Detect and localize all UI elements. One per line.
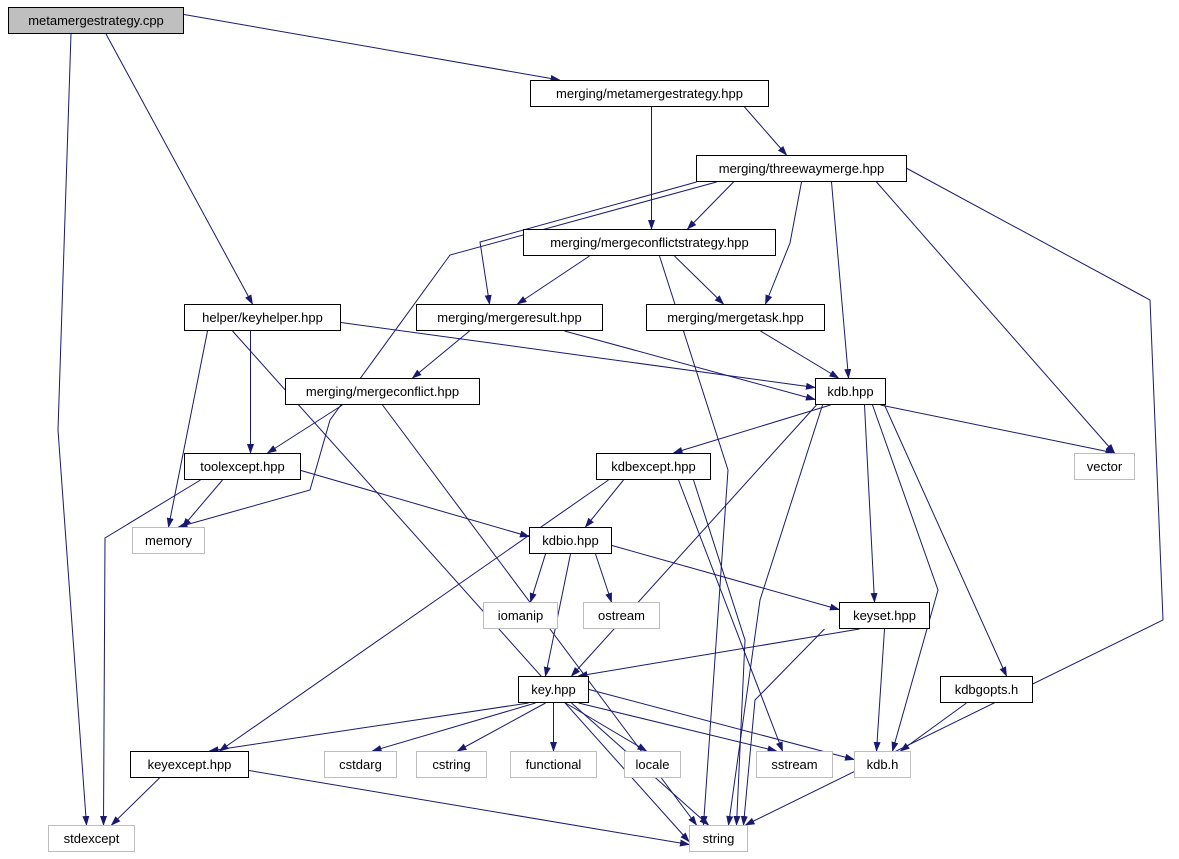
graph-node-mergetask[interactable]: merging/mergetask.hpp: [646, 304, 825, 331]
graph-node-mcs[interactable]: merging/mergeconflictstrategy.hpp: [523, 229, 776, 256]
include-edge-root-to-keyhelper: [105, 33, 253, 305]
include-edge-kdb_hpp-to-kdb_h: [872, 404, 939, 752]
include-edge-root-to-mms_hpp: [183, 14, 561, 82]
include-edge-kdb_hpp-to-string: [726, 404, 823, 826]
include-edge-kdbgopts-to-kdb_h: [899, 702, 967, 752]
include-edge-toolexcept-to-kdbio: [300, 470, 530, 538]
graph-node-kdbexcept[interactable]: kdbexcept.hpp: [596, 453, 711, 480]
include-edge-toolexcept-to-memory: [181, 479, 223, 528]
graph-node-mergeresult[interactable]: merging/mergeresult.hpp: [416, 304, 603, 331]
include-edge-kdbio-to-keyset: [611, 545, 840, 611]
include-edge-kdb_hpp-to-vector: [880, 404, 1116, 455]
include-edge-keyhelper-to-kdb_hpp: [340, 322, 816, 390]
graph-node-twm[interactable]: merging/threewaymerge.hpp: [696, 155, 907, 182]
graph-node-kdb_h: kdb.h: [854, 751, 911, 778]
graph-node-kdbgopts[interactable]: kdbgopts.h: [940, 676, 1033, 703]
graph-node-cstring: cstring: [416, 751, 487, 778]
include-edge-twm-to-mergetask: [765, 181, 802, 305]
graph-node-root: metamergestrategy.cpp: [8, 7, 184, 34]
include-edge-key_hpp-to-cstring: [456, 702, 546, 752]
include-edge-twm-to-kdb_hpp: [831, 181, 852, 379]
graph-node-vector: vector: [1074, 453, 1135, 480]
graph-node-sstream: sstream: [756, 751, 833, 778]
include-edge-toolexcept-to-stdexcept: [100, 479, 201, 826]
include-edge-mergeconflict-to-toolexcept: [266, 404, 343, 454]
graph-node-stdexcept: stdexcept: [48, 825, 135, 852]
include-edge-twm-to-vector: [876, 181, 1116, 454]
include-edge-twm-to-mergeresult: [479, 181, 697, 305]
graph-node-kdb_hpp[interactable]: kdb.hpp: [815, 378, 886, 405]
graph-node-cstdarg: cstdarg: [324, 751, 397, 778]
include-edge-mergeresult-to-kdb_hpp: [564, 330, 816, 401]
graph-node-keyhelper[interactable]: helper/keyhelper.hpp: [184, 304, 341, 331]
include-edge-keyset-to-kdb_h: [873, 628, 885, 752]
include-edge-kdbio-to-key_hpp: [543, 553, 571, 677]
include-edge-kdb_hpp-to-kdbexcept: [672, 404, 831, 454]
include-edge-mergeresult-to-mergeconflict: [411, 330, 470, 379]
include-edge-mcs-to-mergeresult: [516, 255, 590, 305]
include-edge-kdbexcept-to-string: [693, 479, 746, 826]
include-edge-kdbio-to-ostream: [595, 553, 612, 603]
include-edge-keyhelper-to-string: [232, 330, 690, 843]
include-edge-twm-to-mcs: [686, 181, 734, 230]
include-edge-key_hpp-to-cstdarg: [371, 702, 536, 752]
graph-node-keyexcept[interactable]: keyexcept.hpp: [130, 751, 249, 778]
include-edge-mcs-to-mergetask: [674, 255, 725, 305]
include-edge-keyset-to-string: [740, 628, 825, 826]
include-edge-mms_hpp-to-twm: [744, 106, 788, 156]
graph-node-toolexcept[interactable]: toolexcept.hpp: [184, 453, 301, 480]
include-edge-kdb_hpp-to-key_hpp: [570, 404, 817, 677]
include-edge-kdbexcept-to-kdbio: [584, 479, 624, 528]
include-edge-root-to-stdexcept: [57, 33, 90, 826]
include-edge-kdbexcept-to-sstream: [678, 479, 783, 752]
include-edge-kdb_hpp-to-keyset: [864, 404, 878, 603]
include-edge-mergetask-to-kdb_hpp: [760, 330, 840, 379]
graph-node-iomanip: iomanip: [483, 602, 558, 629]
include-edge-keyhelper-to-memory: [166, 330, 208, 528]
graph-node-key_hpp[interactable]: key.hpp: [518, 676, 589, 703]
graph-node-functional: functional: [510, 751, 597, 778]
include-edge-twm-to-string: [744, 168, 1164, 826]
graph-node-mergeconflict[interactable]: merging/mergeconflict.hpp: [285, 378, 480, 405]
include-edge-key_hpp-to-sstream: [578, 702, 778, 753]
include-edge-keyexcept-to-string: [248, 770, 690, 847]
graph-node-mms_hpp[interactable]: merging/metamergestrategy.hpp: [530, 80, 769, 107]
graph-node-kdbio[interactable]: kdbio.hpp: [529, 527, 612, 554]
include-edge-kdbexcept-to-keyexcept: [218, 479, 609, 752]
graph-node-locale: locale: [624, 751, 681, 778]
graph-node-memory: memory: [132, 527, 205, 554]
include-edge-key_hpp-to-keyexcept: [208, 702, 529, 754]
graph-node-string: string: [689, 825, 748, 852]
include-edge-key_hpp-to-locale: [565, 702, 648, 752]
include-edge-keyset-to-key_hpp: [577, 628, 860, 678]
include-edge-kdbio-to-iomanip: [529, 553, 546, 603]
graph-node-keyset[interactable]: keyset.hpp: [839, 602, 930, 629]
graph-node-ostream: ostream: [583, 602, 660, 629]
include-edge-key_hpp-to-kdb_h: [588, 689, 855, 761]
include-edge-keyexcept-to-stdexcept: [110, 777, 160, 826]
include-edge-kdb_hpp-to-kdbgopts: [884, 404, 1007, 677]
